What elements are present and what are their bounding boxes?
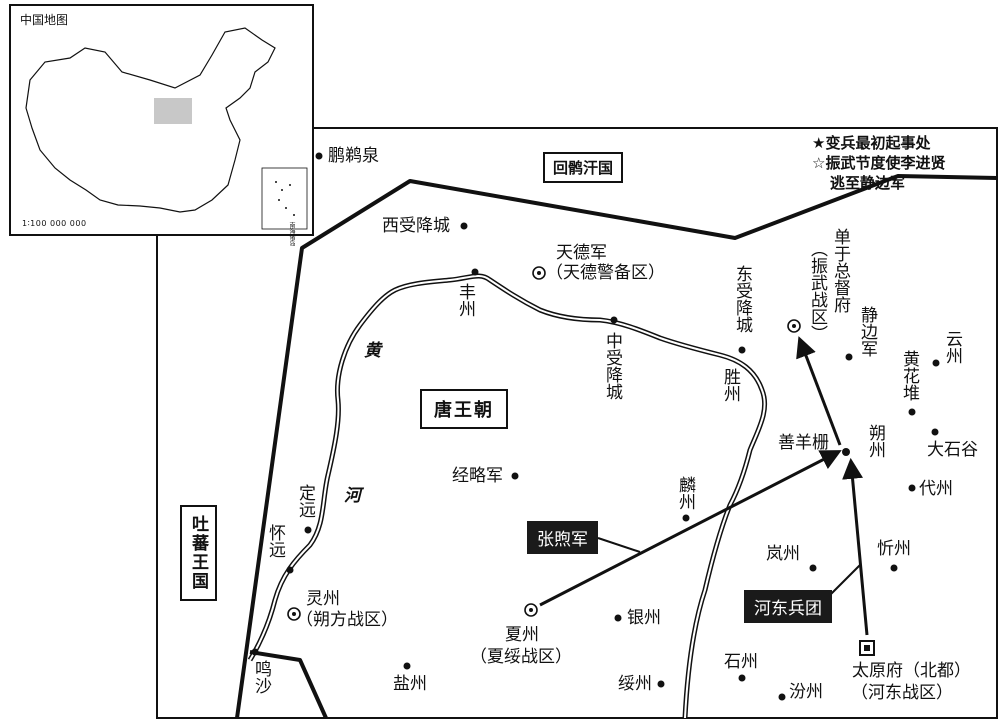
place-fenzhou: 汾州 bbox=[789, 682, 823, 702]
river-label-he: 河 bbox=[344, 486, 361, 506]
inset-title: 中国地图 bbox=[20, 13, 69, 27]
place-shuozhou: 朔州 bbox=[865, 424, 885, 458]
place-xinzhou: 忻州 bbox=[877, 539, 911, 559]
inset-nanhai-box bbox=[261, 167, 308, 230]
arrow-xiazhou-to-shuozhou bbox=[539, 450, 842, 607]
city-dot bbox=[511, 472, 519, 480]
city-dot bbox=[845, 353, 853, 361]
city-dot bbox=[610, 316, 618, 324]
city-dot bbox=[614, 614, 622, 622]
place-zhongshoujiang: 中受降城 bbox=[602, 332, 622, 400]
place-shizhou: 石州 bbox=[724, 652, 758, 672]
region-tibet: 吐蕃王国 bbox=[180, 505, 217, 601]
city-dot bbox=[778, 693, 786, 701]
place-huaiyuan: 怀远 bbox=[265, 524, 285, 558]
place-jingbian: 静边军 bbox=[857, 306, 877, 357]
inset-china-outline bbox=[25, 27, 276, 213]
inset-scale: 1∶100 000 000 bbox=[22, 219, 87, 228]
city-dot bbox=[738, 346, 746, 354]
place-mingsha: 鸣沙 bbox=[251, 660, 271, 694]
place-huanghuadui: 黄花堆 bbox=[899, 350, 919, 401]
pointer-hedong bbox=[829, 564, 861, 596]
city-dot bbox=[842, 448, 850, 456]
city-dot bbox=[315, 152, 323, 160]
army-label-hedong: 河东兵团 bbox=[744, 590, 832, 623]
legend-line-2: ☆振武节度使李进贤 bbox=[812, 154, 946, 172]
place-shanyu: 单于总督府 bbox=[830, 228, 850, 313]
place-shanyangzha: 善羊栅 bbox=[778, 433, 829, 453]
city-dot bbox=[738, 674, 746, 682]
city-dot bbox=[460, 222, 468, 230]
place-taiyuan: 太原府（北都） bbox=[852, 661, 971, 681]
region-uyghur: 回鹘汗国 bbox=[543, 152, 624, 183]
place-linzhou-n: 麟州 bbox=[675, 476, 695, 510]
place-shanyu-sub: （振武战区） bbox=[807, 240, 827, 342]
city-dot bbox=[931, 428, 939, 436]
place-lingzhou-sub: （朔方战区） bbox=[296, 610, 398, 630]
place-yunzhou: 云州 bbox=[942, 330, 962, 364]
city-dot bbox=[251, 648, 259, 656]
place-jingluejun: 经略军 bbox=[452, 466, 503, 486]
place-dongshoujiang: 东受降城 bbox=[732, 265, 752, 333]
legend-line-3: 逃至静边军 bbox=[830, 174, 906, 192]
arrow-taiyuan-to-shuozhou bbox=[842, 457, 869, 636]
place-shengzhou: 胜州 bbox=[720, 368, 740, 402]
place-daizhou: 代州 bbox=[919, 479, 953, 499]
place-dingyuan: 定远 bbox=[295, 484, 315, 518]
city-dot bbox=[304, 526, 312, 534]
place-yinzhou: 银州 bbox=[627, 608, 661, 628]
city-dot bbox=[403, 662, 411, 670]
place-fengzhou: 丰州 bbox=[455, 283, 475, 317]
city-dot bbox=[286, 566, 294, 574]
city-dot bbox=[908, 408, 916, 416]
place-lanzhou: 岚州 bbox=[766, 544, 800, 564]
river-label-huang: 黄 bbox=[364, 341, 381, 361]
place-xiazhou: 夏州 bbox=[505, 625, 539, 645]
inset-nanhai-label: 南海诸岛 bbox=[288, 222, 295, 246]
inset-highlight bbox=[154, 98, 192, 124]
pointer-zhangxu bbox=[597, 537, 641, 553]
tang-border bbox=[235, 174, 998, 719]
place-xiazhou-sub: （夏绥战区） bbox=[470, 647, 572, 667]
place-xishoujiang: 西受降城 bbox=[382, 216, 450, 236]
arrow-to-shanyu bbox=[796, 336, 842, 446]
place-pitiquan: 鹏鹈泉 bbox=[328, 146, 379, 166]
legend-line-1: ★变兵最初起事处 bbox=[812, 134, 931, 152]
place-yanzhou: 盐州 bbox=[393, 674, 427, 694]
place-dashigu: 大石谷 bbox=[927, 440, 978, 460]
place-tiande: 天德军 bbox=[556, 243, 607, 263]
place-taiyuan-sub: （河东战区） bbox=[851, 683, 953, 703]
region-tang: 唐王朝 bbox=[420, 389, 508, 429]
city-dot bbox=[682, 514, 690, 522]
tibet-border bbox=[249, 650, 328, 719]
city-dot bbox=[471, 268, 479, 276]
city-dot bbox=[890, 564, 898, 572]
city-dot bbox=[932, 359, 940, 367]
place-tiande-sub: （天德警备区） bbox=[546, 263, 665, 283]
army-label-zhangxu: 张煦军 bbox=[527, 521, 598, 554]
city-dot bbox=[657, 680, 665, 688]
city-dot bbox=[809, 564, 817, 572]
map-frame bbox=[156, 127, 998, 719]
city-dot bbox=[908, 484, 916, 492]
place-lingzhou: 灵州 bbox=[306, 589, 340, 609]
hq-markers bbox=[287, 266, 801, 621]
place-suizhou: 绥州 bbox=[618, 674, 652, 694]
